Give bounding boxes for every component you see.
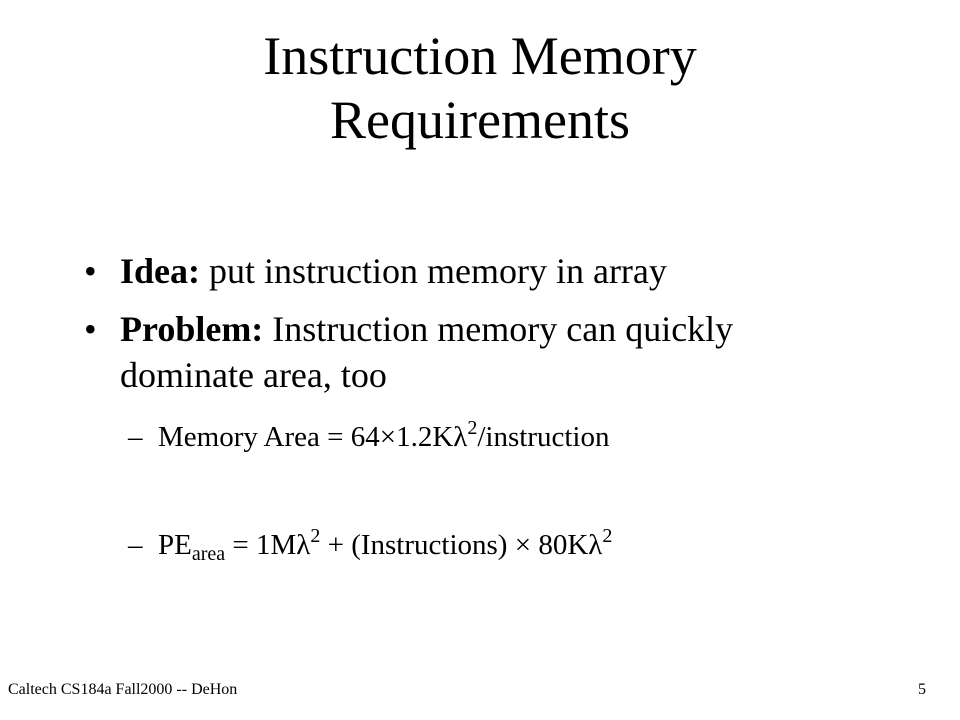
memory-area-prefix: Memory Area = 64 [158, 421, 380, 453]
pe-equals: = 1M [225, 529, 297, 561]
pe-value: 80K [531, 529, 589, 561]
exponent: 2 [467, 417, 478, 439]
bullet-idea-label: Idea: [120, 251, 200, 291]
bullet-idea-text: put instruction memory in array [200, 251, 667, 291]
footer-page-number: 5 [918, 681, 926, 698]
bullet-idea: • Idea: put instruction memory in array [84, 248, 667, 294]
bullet-marker: • [84, 251, 97, 291]
bullet-problem: • Problem: Instruction memory can quickl… [84, 306, 734, 398]
slide-title-line-2: Requirements [330, 90, 630, 150]
pe-label: PE [158, 529, 192, 561]
sub-item-pe-area: – PEarea = 1Mλ2 + (Instructions) × 80Kλ2 [128, 525, 613, 565]
slide-title: Instruction Memory Requirements [0, 24, 960, 152]
bullet-problem-text: Instruction memory can quickly [263, 309, 734, 349]
pe-middle: + (Instructions) [320, 529, 515, 561]
pe-subscript: area [191, 543, 226, 565]
footer-course-label: Caltech CS184a Fall2000 -- DeHon [8, 681, 238, 698]
bullet-marker: • [84, 309, 97, 349]
bullet-problem-text-line-2: dominate area, too [120, 355, 387, 395]
lambda-symbol: λ [453, 421, 468, 453]
exponent: 2 [602, 525, 613, 547]
sub-item-memory-area: – Memory Area = 64×1.2Kλ2/instruction [128, 417, 610, 455]
times-symbol: × [379, 421, 397, 453]
times-symbol: × [514, 529, 532, 561]
memory-area-suffix: /instruction [477, 421, 610, 453]
slide-title-line-1: Instruction Memory [263, 26, 697, 86]
memory-area-value: 1.2K [396, 421, 454, 453]
exponent: 2 [310, 525, 321, 547]
lambda-symbol: λ [588, 529, 603, 561]
sub-item-marker: – [128, 529, 143, 561]
sub-item-marker: – [128, 421, 143, 453]
bullet-problem-label: Problem: [120, 309, 264, 349]
lambda-symbol: λ [296, 529, 311, 561]
